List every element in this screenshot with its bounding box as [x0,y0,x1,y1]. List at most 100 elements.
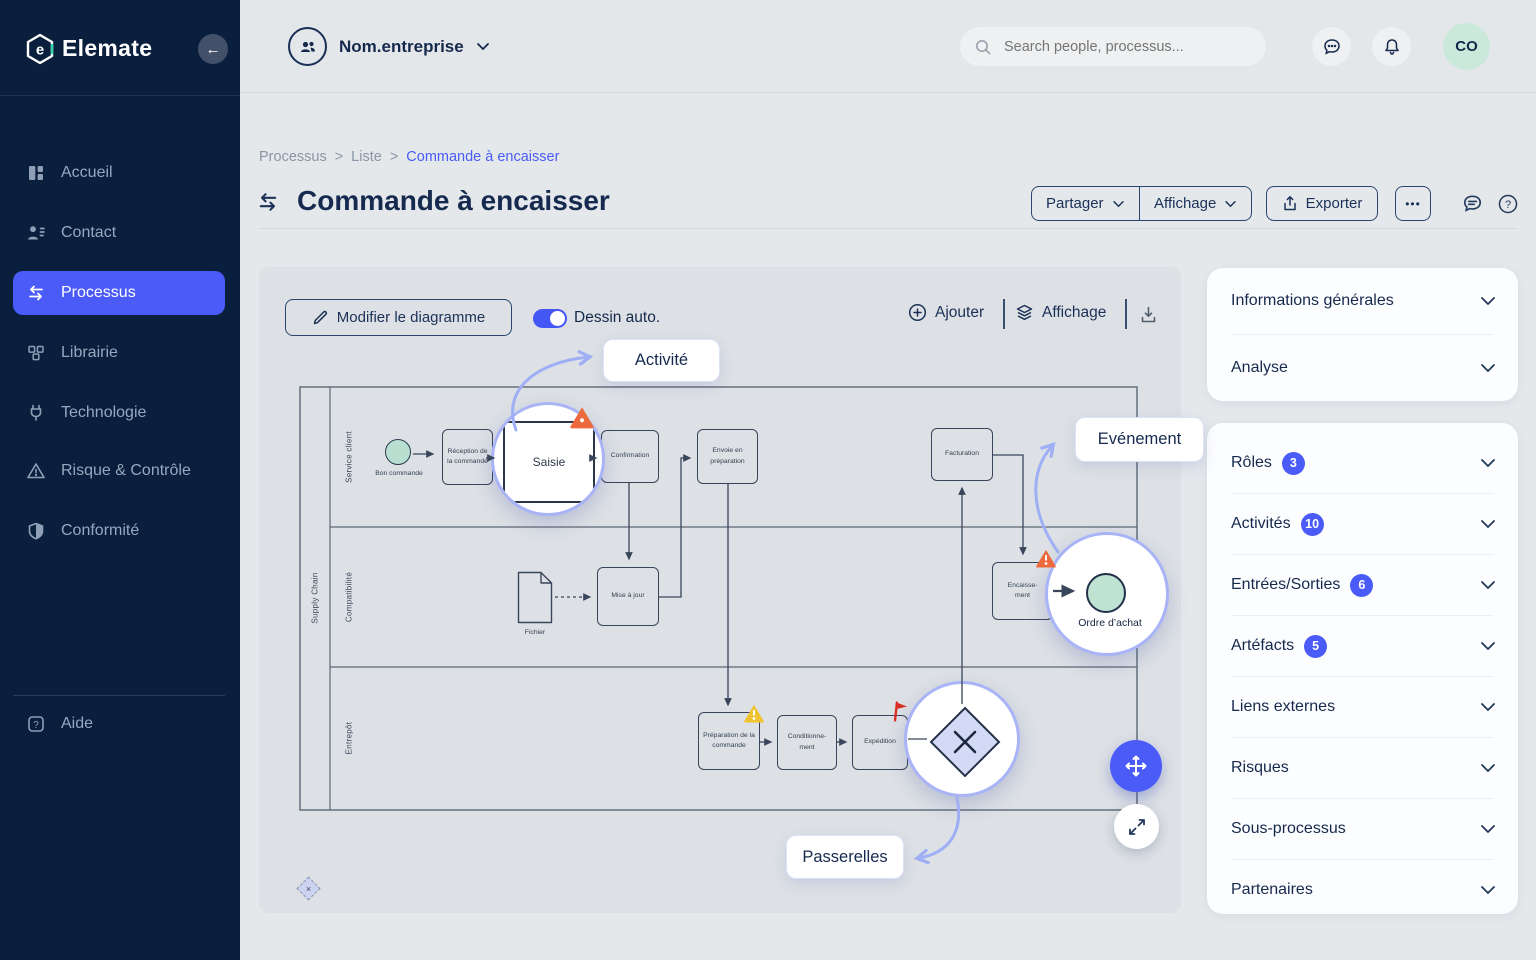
node-start-event[interactable] [385,439,411,465]
row-divider [1231,676,1494,677]
breadcrumb-liste[interactable]: Liste [351,149,382,165]
count-badge: 5 [1304,634,1328,658]
notifications-button[interactable] [1372,27,1411,66]
sidebar-item-conformite[interactable]: Conformité [0,509,240,553]
section-activites[interactable]: Activités 10 [1207,494,1518,554]
section-entrees-sorties[interactable]: Entrées/Sorties 6 [1207,555,1518,615]
autodraw-toggle[interactable] [533,309,567,328]
node-conditionnement[interactable]: Conditionne- ment [777,715,837,770]
expand-button[interactable] [1114,804,1159,849]
move-icon [1125,755,1147,777]
breadcrumb-processus[interactable]: Processus [259,149,327,165]
view-button[interactable]: Affichage [1140,187,1251,220]
section-sous-processus[interactable]: Sous-processus [1207,799,1518,859]
section-roles[interactable]: Rôles 3 [1207,433,1518,493]
count-badge: 3 [1281,451,1305,475]
row-divider [1231,615,1494,616]
section-label: Artéfacts [1231,637,1295,654]
sidebar: e Elemate ← Accueil Contact [0,0,240,960]
process-title-icon [256,190,280,219]
page-title: Commande à encaisser [297,185,610,216]
svg-text:?: ? [1505,199,1511,211]
sidebar-item-librairie[interactable]: Librairie [0,331,240,375]
section-artefacts[interactable]: Artéfacts 5 [1207,616,1518,676]
section-analyse[interactable]: Analyse [1207,335,1518,400]
node-envoie[interactable]: Envoie en préparation [697,429,758,484]
magnifier-event: Ordre d’achat [1045,532,1169,656]
search-input[interactable] [1002,37,1242,56]
node-mise-a-jour[interactable]: Mise à jour [597,567,659,626]
breadcrumb-separator: > [389,149,399,165]
export-label: Exporter [1305,195,1363,212]
section-liens-externes[interactable]: Liens externes [1207,677,1518,737]
add-button[interactable]: Ajouter [908,303,984,322]
warning-icon [27,463,45,479]
callout-activity: Activité [603,339,720,382]
edit-diagram-button[interactable]: Modifier le diagramme [285,299,512,336]
sidebar-item-label: Processus [61,284,136,301]
plug-icon [30,404,42,421]
node-confirmation[interactable]: Confirmation [601,430,659,483]
help-icon: ? [28,716,44,732]
diagram-view-button[interactable]: Affichage [1015,303,1106,322]
help-button[interactable]: ? [1497,193,1519,220]
callout-gateway: Passerelles [786,835,904,879]
logo-text: Elemate [62,35,153,61]
node-saisie[interactable]: Saisie [503,421,595,503]
warning-yellow-icon [744,704,764,723]
sidebar-item-technologie[interactable]: Technologie [0,391,240,435]
avatar[interactable]: CO [1443,23,1490,70]
section-label: Liens externes [1231,698,1336,715]
sidebar-item-contact[interactable]: Contact [0,211,240,255]
node-expedition[interactable]: Expédition [852,715,908,770]
magnifier-gateway [904,681,1020,797]
pan-button[interactable] [1110,740,1162,792]
sidebar-item-label: Technologie [61,404,147,421]
more-button[interactable]: ••• [1395,186,1431,221]
chevron-down-icon [1481,886,1495,895]
chevron-down-icon [1481,825,1495,834]
global-search[interactable] [960,27,1266,66]
chevron-down-icon [1225,200,1237,207]
row-divider [1231,859,1494,860]
view-label: Affichage [1154,195,1217,212]
sidebar-collapse-button[interactable]: ← [198,34,228,64]
sidebar-item-label: Accueil [61,164,113,181]
flag-red-icon [893,701,908,722]
row-divider [1231,493,1494,494]
section-partenaires[interactable]: Partenaires [1207,860,1518,920]
chevron-down-icon [1481,363,1495,372]
cubes-icon [28,345,44,361]
sidebar-item-label: Conformité [61,522,140,539]
section-label: Entrées/Sorties [1231,576,1341,593]
process-icon [29,285,43,301]
breadcrumb-current[interactable]: Commande à encaisser [406,149,560,165]
node-ordre-event[interactable] [1086,573,1126,613]
sidebar-item-risque-controle[interactable]: Risque & Contrôle [0,449,240,493]
breadcrumb-separator: > [334,149,344,165]
sidebar-item-processus[interactable]: Processus [13,271,225,315]
chevron-down-icon [1481,297,1495,306]
question-circle-icon: ? [1498,194,1518,214]
section-label: Analyse [1231,358,1288,376]
download-diagram-button[interactable] [1139,305,1158,330]
node-reception[interactable]: Réception de la commande [442,429,493,485]
general-info-card: Informations générales Analyse [1207,268,1518,401]
node-encaissement[interactable]: Encaisse- ment [992,562,1053,620]
export-button[interactable]: Exporter [1266,186,1378,221]
comments-button[interactable] [1461,193,1484,220]
share-button[interactable]: Partager [1032,187,1139,220]
details-card: Rôles 3 Activités 10 Entrées/Sorties 6 A… [1207,423,1518,914]
bell-icon [1384,38,1399,55]
section-informations-generales[interactable]: Informations générales [1207,268,1518,334]
sidebar-item-accueil[interactable]: Accueil [0,151,240,195]
node-fichier-document[interactable] [517,571,553,624]
share-view-group: Partager Affichage [1031,186,1253,221]
node-facturation[interactable]: Facturation [931,428,993,481]
sidebar-item-aide[interactable]: ? Aide [0,702,240,746]
row-divider [1231,737,1494,738]
sidebar-item-label: Risque & Contrôle [61,462,191,479]
company-switcher[interactable]: Nom.entreprise [288,27,490,66]
section-risques[interactable]: Risques [1207,738,1518,798]
messages-button[interactable] [1312,27,1351,66]
